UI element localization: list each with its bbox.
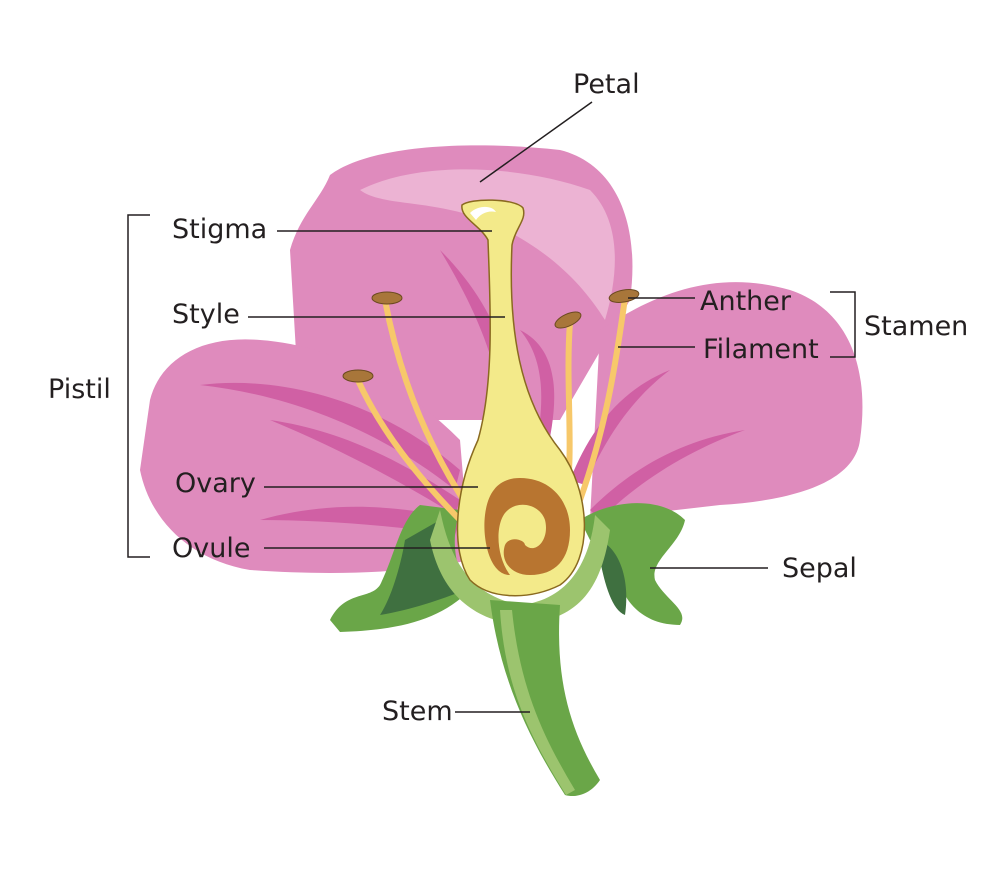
label-stem: Stem <box>382 696 453 727</box>
petal-highlight <box>360 169 615 320</box>
stigma-highlight <box>470 206 496 220</box>
label-stamen: Stamen <box>864 311 968 342</box>
right-sepal-inner <box>600 540 627 615</box>
label-stigma: Stigma <box>172 214 267 245</box>
stem-highlight <box>500 610 575 795</box>
label-ovule: Ovule <box>172 533 250 564</box>
label-style: Style <box>172 299 240 330</box>
label-ovary: Ovary <box>175 468 256 499</box>
ovary-core <box>484 478 570 575</box>
leader-lines <box>127 101 856 713</box>
filaments <box>354 295 628 528</box>
label-sepal: Sepal <box>782 553 857 584</box>
label-petal: Petal <box>573 69 640 100</box>
label-anther: Anther <box>700 286 792 317</box>
label-pistil: Pistil <box>48 374 111 405</box>
label-filament: Filament <box>703 334 819 365</box>
receptacle <box>430 510 610 625</box>
anthers <box>342 289 640 383</box>
